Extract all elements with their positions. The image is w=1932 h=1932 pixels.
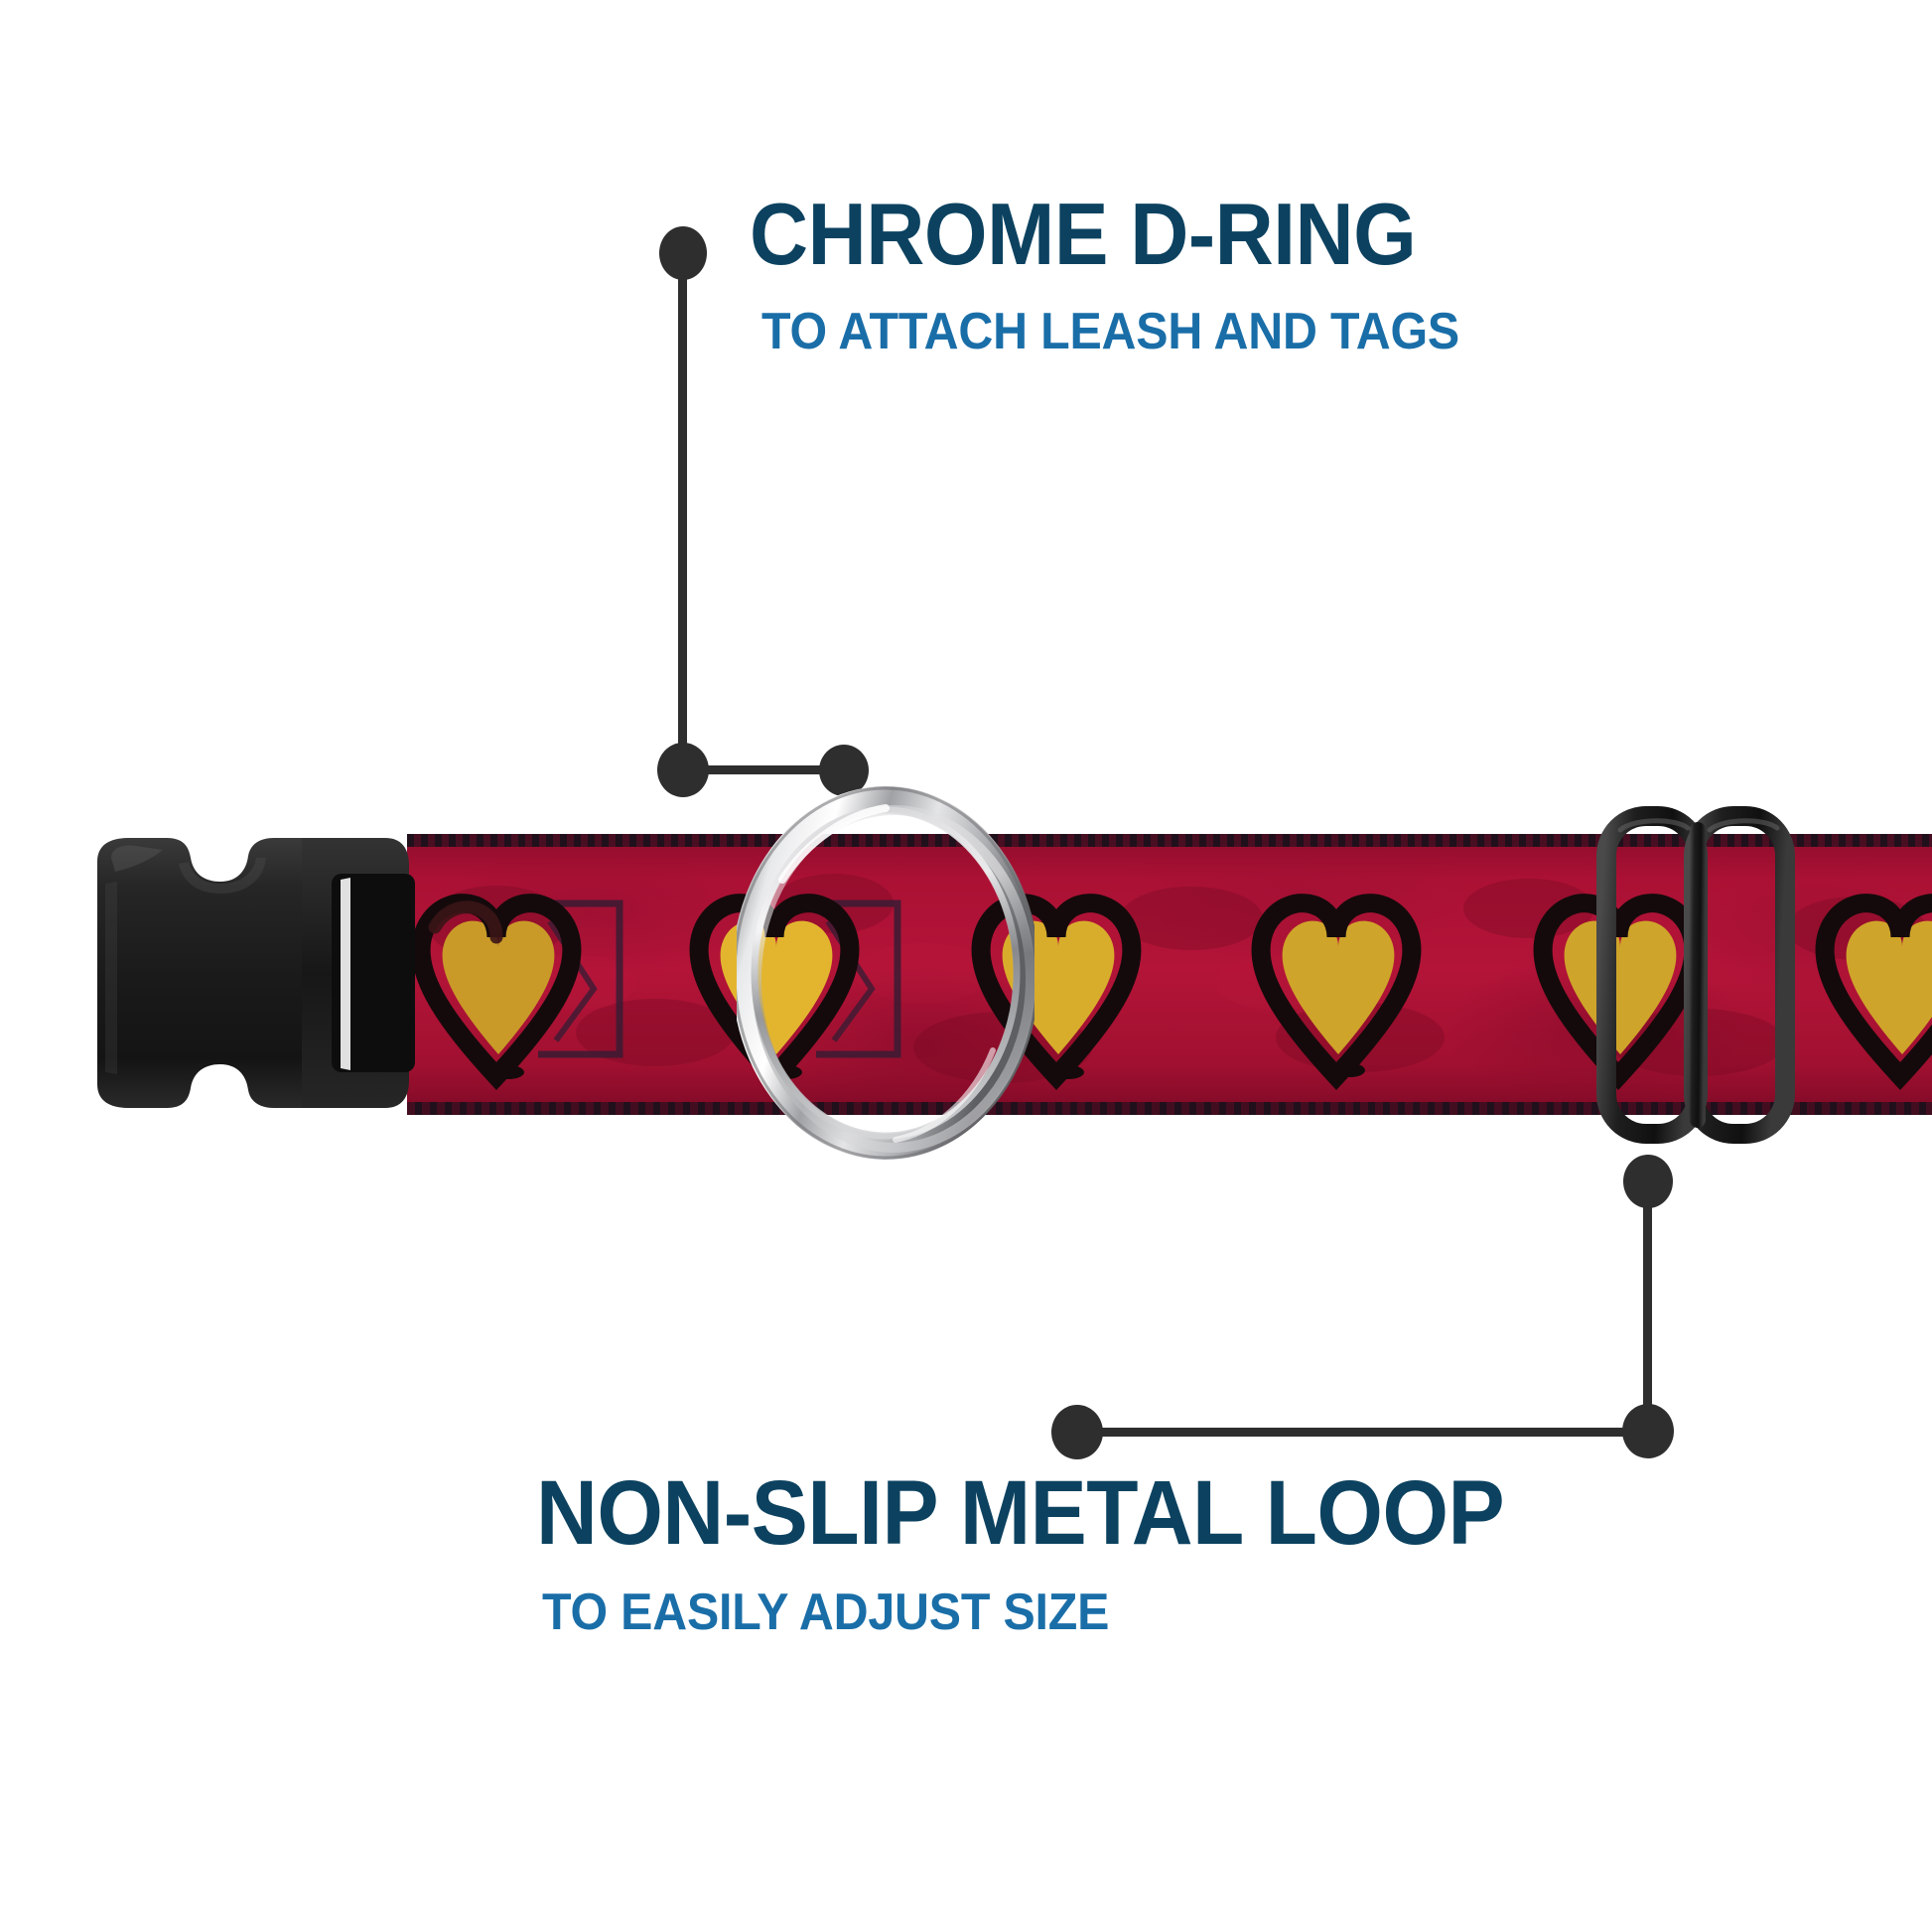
callout-title-chrome-d-ring: CHROME D-RING [750,185,1417,283]
callout-title-non-slip-metal-loop: NON-SLIP METAL LOOP [536,1462,1505,1564]
leader-dot-d-ring-top [659,226,707,280]
heart-motif [1793,860,1932,1090]
heart-motif [407,860,637,1090]
heart-motif [1511,860,1759,1090]
side-release-buckle [71,824,429,1122]
callout-subtitle-non-slip-metal-loop: TO EASILY ADJUST SIZE [542,1584,1110,1641]
leader-line-d-ring-vertical [678,253,687,769]
slider-loop [1590,796,1819,1154]
leader-dot-loop-corner [1622,1404,1674,1458]
leader-line-d-ring-horizontal [678,765,847,774]
leader-dot-loop-target [1623,1155,1673,1208]
leader-dot-d-ring-corner [657,743,709,797]
d-ring [732,784,1039,1162]
leader-line-loop-horizontal [1077,1428,1651,1437]
leader-dot-loop-end [1051,1405,1103,1459]
leader-line-loop-vertical [1643,1176,1652,1433]
collar-webbing [407,834,1932,1115]
dog-collar-product-image [0,786,1932,1160]
heart-motif [1229,860,1477,1090]
leader-dot-d-ring-target [819,745,869,796]
callout-subtitle-chrome-d-ring: TO ATTACH LEASH AND TAGS [761,303,1459,360]
